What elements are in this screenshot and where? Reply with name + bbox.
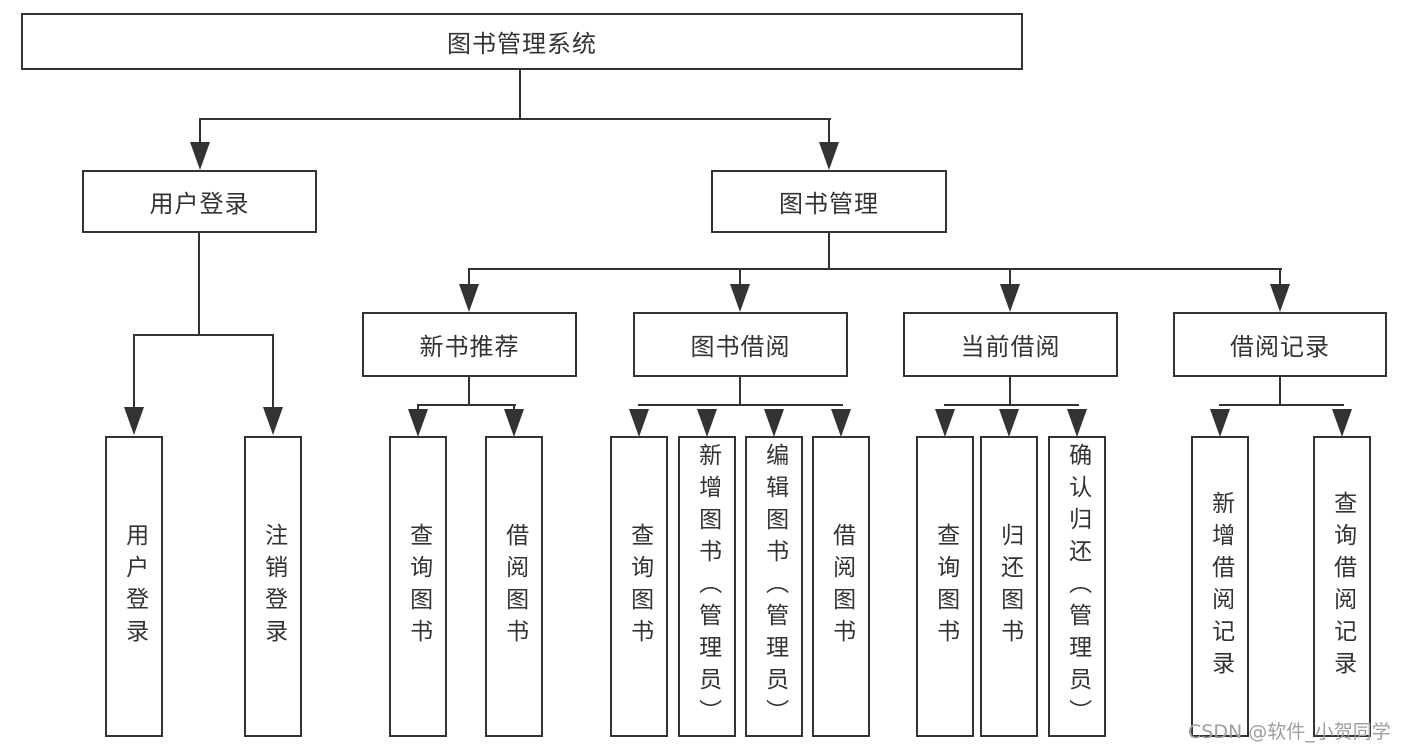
leaf-user-login: 用户登录 [105, 436, 163, 737]
connector-root-rail [199, 118, 831, 120]
csdn-watermark: CSDN @软件_小贺同学 [1188, 721, 1391, 743]
arrowhead-down-icon [124, 407, 144, 435]
connector-drop [417, 404, 419, 412]
arrowhead-down-icon [1210, 409, 1230, 437]
connector-new-book-rail [417, 404, 516, 406]
leaf-add-books-admin: 新增图书（管理员） [678, 436, 736, 737]
arrowhead-down-icon [504, 409, 524, 437]
node-book-management: 图书管理 [711, 170, 947, 233]
connector-drop-new-book [468, 268, 470, 288]
connector-current-borrow-stem [1009, 377, 1011, 406]
arrowhead-down-icon [459, 284, 479, 312]
node-user-login: 用户登录 [82, 170, 317, 233]
leaf-query-books-recommend: 查询图书 [389, 436, 447, 737]
node-library-management-system: 图书管理系统 [21, 13, 1023, 70]
arrowhead-down-icon [629, 409, 649, 437]
leaf-logout-login: 注销登录 [244, 436, 302, 737]
leaf-query-books-borrowing: 查询图书 [610, 436, 668, 737]
leaf-query-books-current: 查询图书 [916, 436, 974, 737]
arrowhead-down-icon [1332, 409, 1352, 437]
connector-borrow-records-stem [1279, 377, 1281, 406]
connector-drop-book-management [828, 118, 830, 148]
connector-drop [513, 404, 515, 412]
arrowhead-down-icon [819, 142, 839, 170]
connector-drop-login [133, 334, 135, 412]
connector-drop-logout [272, 334, 274, 412]
arrowhead-down-icon [697, 409, 717, 437]
connector-user-login-stem [198, 233, 200, 335]
connector-drop-borrow-records [1279, 268, 1281, 288]
connector-drop-book-borrow [739, 268, 741, 288]
arrowhead-down-icon [831, 409, 851, 437]
node-book-borrowing: 图书借阅 [633, 312, 848, 377]
node-current-borrowing: 当前借阅 [903, 312, 1118, 377]
leaf-edit-books-admin: 编辑图书（管理员） [745, 436, 803, 737]
arrowhead-down-icon [1067, 409, 1087, 437]
leaf-confirm-return-admin: 确认归还（管理员） [1048, 436, 1106, 737]
arrowhead-down-icon [999, 409, 1019, 437]
connector-current-borrow-rail [944, 404, 1079, 406]
leaf-return-books: 归还图书 [980, 436, 1038, 737]
arrowhead-down-icon [263, 407, 283, 435]
connector-book-mgmt-stem [828, 233, 830, 270]
connector-book-borrow-stem [739, 377, 741, 406]
connector-drop-current-borrow [1009, 268, 1011, 288]
node-borrowing-records: 借阅记录 [1173, 312, 1387, 377]
connector-user-login-rail [133, 334, 274, 336]
leaf-borrow-books-recommend: 借阅图书 [485, 436, 543, 737]
connector-borrow-records-rail [1219, 404, 1344, 406]
arrowhead-down-icon [1000, 284, 1020, 312]
arrowhead-down-icon [408, 409, 428, 437]
arrowhead-down-icon [190, 142, 210, 170]
arrowhead-down-icon [764, 409, 784, 437]
leaf-borrow-books-borrowing: 借阅图书 [812, 436, 870, 737]
connector-new-book-stem [468, 377, 470, 406]
arrowhead-down-icon [935, 409, 955, 437]
leaf-query-borrow-record: 查询借阅记录 [1313, 436, 1371, 737]
connector-root-stem [519, 70, 521, 120]
arrowhead-down-icon [1270, 284, 1290, 312]
connector-book-borrow-rail [638, 404, 843, 406]
arrowhead-down-icon [730, 284, 750, 312]
connector-book-mgmt-rail [468, 268, 1282, 270]
node-new-book-recommend: 新书推荐 [362, 312, 577, 377]
leaf-add-borrow-record: 新增借阅记录 [1191, 436, 1249, 737]
connector-drop-user-login [199, 118, 201, 148]
